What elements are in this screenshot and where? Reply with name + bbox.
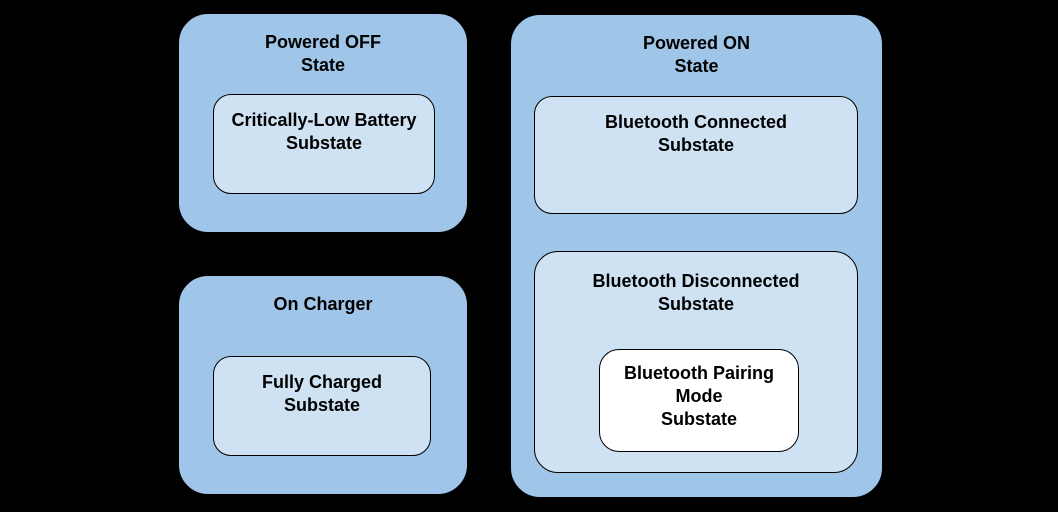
powered-off-state-box: Powered OFF State Critically-Low Battery… <box>178 13 468 233</box>
bluetooth-connected-substate-label: Bluetooth Connected Substate <box>605 112 787 155</box>
bluetooth-connected-substate-box: Bluetooth Connected Substate <box>534 96 858 214</box>
on-charger-state-title: On Charger <box>273 294 373 314</box>
fully-charged-substate-box: Fully Charged Substate <box>213 356 431 456</box>
bluetooth-pairing-mode-substate-box: Bluetooth Pairing Mode Substate <box>599 349 799 452</box>
bluetooth-disconnected-substate-label: Bluetooth Disconnected Substate <box>592 271 800 314</box>
bluetooth-pairing-mode-substate-label: Bluetooth Pairing Mode Substate <box>624 363 774 429</box>
powered-on-state-title: Powered ON State <box>642 33 751 76</box>
critically-low-battery-substate-box: Critically-Low Battery Substate <box>213 94 435 194</box>
bluetooth-disconnected-substate-box: Bluetooth Disconnected Substate Bluetoot… <box>534 251 858 473</box>
powered-off-state-title: Powered OFF State <box>264 32 381 75</box>
powered-on-state-box: Powered ON State Bluetooth Connected Sub… <box>510 14 883 498</box>
critically-low-battery-substate-label: Critically-Low Battery Substate <box>231 110 417 153</box>
fully-charged-substate-label: Fully Charged Substate <box>261 372 382 415</box>
on-charger-state-box: On Charger Fully Charged Substate <box>178 275 468 495</box>
